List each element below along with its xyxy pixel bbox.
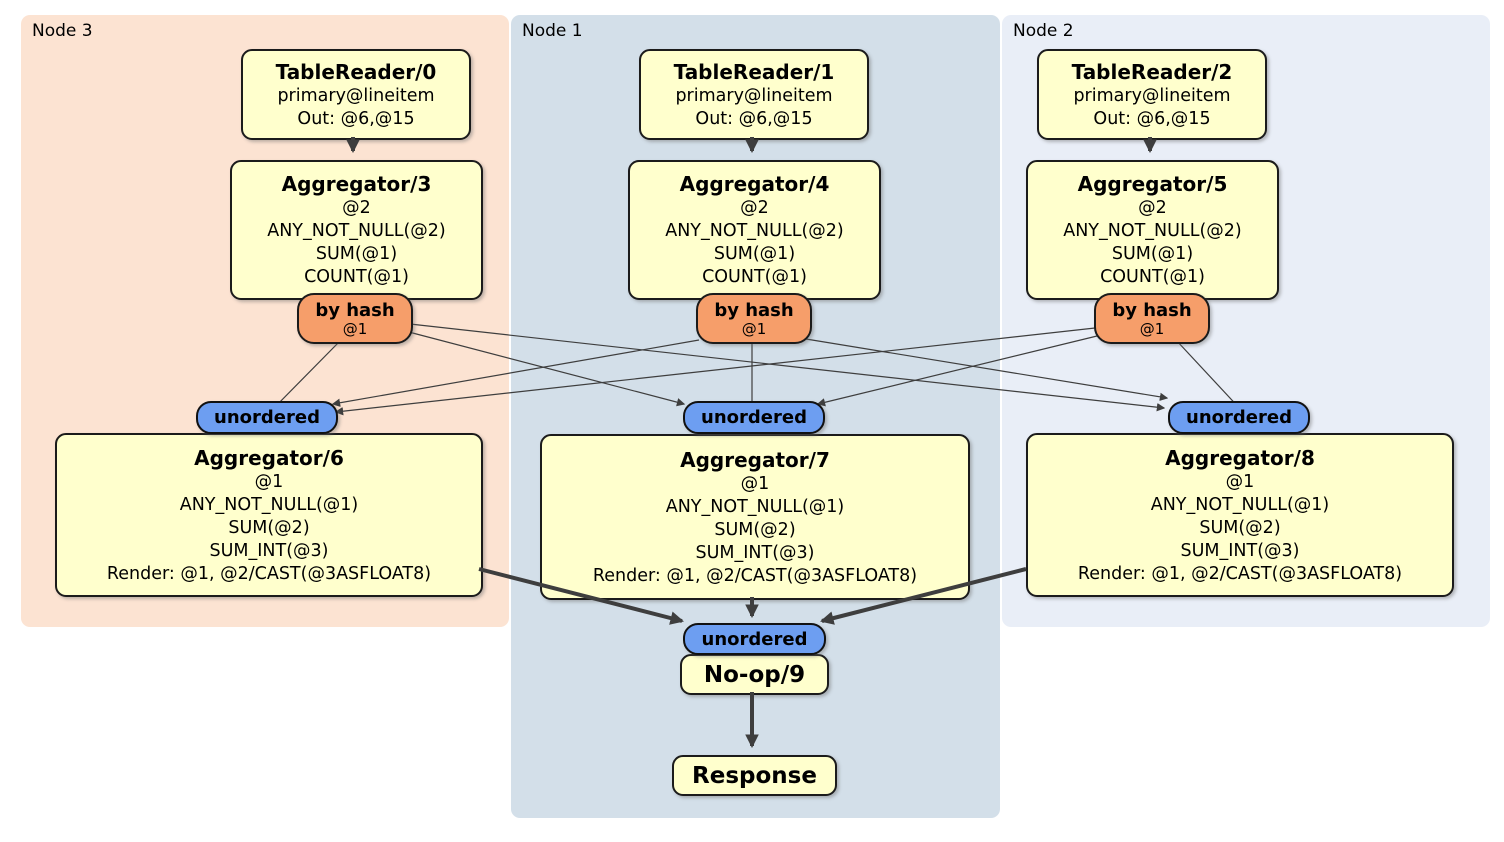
by-hash-router-0-key: @1 — [342, 319, 368, 338]
aggregator-5-agg: SUM(@1) — [1111, 244, 1194, 264]
aggregator-4-agg: SUM(@1) — [713, 244, 796, 264]
table-reader-0-index: primary@lineitem — [277, 85, 435, 106]
by-hash-router-0: by hash @1 — [297, 293, 413, 344]
node-panel-label: Node 1 — [522, 21, 583, 41]
aggregator-6-agg: ANY_NOT_NULL(@1) — [179, 494, 359, 515]
table-reader-2-index: primary@lineitem — [1073, 85, 1231, 106]
unordered-stream-1: unordered — [683, 401, 825, 434]
noop-box: No-op/9 — [680, 654, 829, 695]
unordered-stream-2: unordered — [1168, 401, 1310, 434]
aggregator-6-box: Aggregator/6 @1 ANY_NOT_NULL(@1) SUM(@2)… — [55, 433, 483, 597]
aggregator-5-agg: COUNT(@1) — [1100, 267, 1205, 287]
aggregator-3-agg: SUM(@1) — [315, 244, 398, 264]
table-reader-0-title: TableReader/0 — [275, 59, 437, 84]
aggregator-8-title: Aggregator/8 — [1165, 445, 1315, 470]
by-hash-router-2-key: @1 — [1139, 319, 1165, 338]
table-reader-1-out: Out: @6,@15 — [695, 108, 813, 129]
aggregator-4-group: @2 — [740, 198, 769, 218]
by-hash-router-2-label: by hash — [1112, 299, 1192, 321]
aggregator-3-group: @2 — [342, 198, 371, 218]
unordered-stream-0: unordered — [196, 401, 338, 434]
pipeline-arrows — [346, 137, 1157, 749]
aggregator-5-box: Aggregator/5 @2 ANY_NOT_NULL(@2) SUM(@1)… — [1026, 160, 1279, 300]
aggregator-8-box: Aggregator/8 @1 ANY_NOT_NULL(@1) SUM(@2)… — [1026, 433, 1454, 597]
by-hash-router-0-label: by hash — [315, 299, 395, 321]
aggregator-5-group: @2 — [1138, 198, 1167, 218]
unordered-stream-final: unordered — [683, 623, 826, 655]
table-reader-2-out: Out: @6,@15 — [1093, 108, 1211, 129]
aggregator-8-agg: SUM(@2) — [1199, 517, 1281, 538]
aggregator-8-agg: ANY_NOT_NULL(@1) — [1150, 494, 1330, 515]
table-reader-1-title: TableReader/1 — [673, 59, 835, 84]
by-hash-router-2: by hash @1 — [1094, 293, 1210, 344]
aggregator-7-box: Aggregator/7 @1 ANY_NOT_NULL(@1) SUM(@2)… — [540, 434, 970, 600]
aggregator-6-render: Render: @1, @2/CAST(@3ASFLOAT8) — [106, 563, 432, 584]
aggregator-7-title: Aggregator/7 — [680, 447, 830, 472]
response-box: Response — [672, 755, 837, 796]
aggregator-6-group: @1 — [254, 471, 284, 492]
by-hash-router-1-key: @1 — [741, 319, 767, 338]
aggregator-3-title: Aggregator/3 — [281, 172, 432, 196]
table-reader-1-index: primary@lineitem — [675, 85, 833, 106]
table-reader-1-box: TableReader/1 primary@lineitem Out: @6,@… — [639, 49, 869, 140]
by-hash-router-1: by hash @1 — [696, 293, 812, 344]
table-reader-2-title: TableReader/2 — [1071, 59, 1233, 84]
table-reader-0-out: Out: @6,@15 — [297, 108, 415, 129]
aggregator-7-agg: SUM_INT(@3) — [695, 542, 815, 563]
response-title: Response — [692, 762, 817, 789]
aggregator-4-agg: COUNT(@1) — [702, 267, 807, 287]
aggregator-4-box: Aggregator/4 @2 ANY_NOT_NULL(@2) SUM(@1)… — [628, 160, 881, 300]
aggregator-6-agg: SUM(@2) — [228, 517, 310, 538]
noop-title: No-op/9 — [703, 661, 806, 688]
aggregator-7-agg: ANY_NOT_NULL(@1) — [665, 496, 845, 517]
aggregator-7-group: @1 — [740, 473, 770, 494]
aggregator-6-agg: SUM_INT(@3) — [209, 540, 329, 561]
aggregator-6-title: Aggregator/6 — [194, 445, 344, 470]
table-reader-2-box: TableReader/2 primary@lineitem Out: @6,@… — [1037, 49, 1267, 140]
aggregator-3-agg: ANY_NOT_NULL(@2) — [267, 221, 446, 241]
aggregator-4-title: Aggregator/4 — [679, 172, 830, 196]
aggregator-5-title: Aggregator/5 — [1077, 172, 1228, 196]
table-reader-0-box: TableReader/0 primary@lineitem Out: @6,@… — [241, 49, 471, 140]
by-hash-router-1-label: by hash — [714, 299, 794, 321]
node-panel-label: Node 2 — [1013, 21, 1074, 41]
aggregator-8-group: @1 — [1225, 471, 1255, 492]
aggregator-8-agg: SUM_INT(@3) — [1180, 540, 1300, 561]
aggregator-7-render: Render: @1, @2/CAST(@3ASFLOAT8) — [592, 565, 918, 586]
aggregator-7-agg: SUM(@2) — [714, 519, 796, 540]
node-panel-label: Node 3 — [32, 21, 93, 41]
aggregator-3-box: Aggregator/3 @2 ANY_NOT_NULL(@2) SUM(@1)… — [230, 160, 483, 300]
aggregator-3-agg: COUNT(@1) — [304, 267, 409, 287]
aggregator-8-render: Render: @1, @2/CAST(@3ASFLOAT8) — [1077, 563, 1403, 584]
aggregator-5-agg: ANY_NOT_NULL(@2) — [1063, 221, 1242, 241]
hash-distribution-edges — [269, 323, 1244, 416]
aggregator-4-agg: ANY_NOT_NULL(@2) — [665, 221, 844, 241]
